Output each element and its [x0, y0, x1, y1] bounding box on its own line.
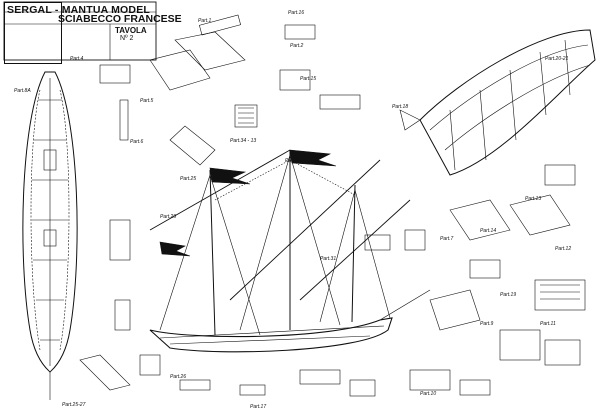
- ship-side-elevation: [149, 149, 431, 353]
- part-label-p14: Part.14: [480, 228, 496, 234]
- part-label-p16: Part.16: [288, 10, 304, 16]
- ship-name-label: SCIABECCO FRANCESE: [58, 13, 182, 25]
- part-label-p26: Part.26: [170, 374, 186, 380]
- part-label-p10: Part.10: [420, 391, 436, 397]
- part-label-p17: Part.17: [250, 404, 266, 410]
- hull-perspective-view: [399, 29, 596, 176]
- part-label-p9: Part.9: [480, 321, 494, 327]
- part-sketches: [79, 14, 586, 397]
- part-label-p31: Part.31: [320, 256, 336, 262]
- sheet-number: Nº 2: [120, 35, 134, 42]
- part-label-p1: Part.1: [198, 18, 212, 24]
- part-label-p13: Part.13: [525, 196, 541, 202]
- part-label-p6: Part.6: [130, 139, 144, 145]
- title-block: SERGAL - MANTUA MODEL: [4, 2, 150, 64]
- part-label-p25b: Part.25-27: [62, 402, 86, 408]
- part-label-p19: Part.19: [500, 292, 516, 298]
- sheet-label: TAVOLA: [115, 26, 147, 35]
- part-label-p25: Part.25: [180, 176, 196, 182]
- part-label-p29: Part.29: [160, 214, 176, 220]
- part-label-layer: Part.1 Part.2 Part.4 Part.5 Part.6 Part.…: [14, 10, 571, 410]
- title-frame: [3, 1, 157, 61]
- part-label-p12: Part.12: [555, 246, 571, 252]
- part-label-p34: Part.34 - 13: [230, 138, 256, 144]
- part-label-p7: Part.7: [440, 236, 454, 242]
- part-label-p15: Part.15: [300, 76, 316, 82]
- hull-plan-view: [22, 71, 78, 400]
- part-label-p5: Part.5: [140, 98, 154, 104]
- part-label-p22: Part.22: [285, 158, 301, 164]
- part-label-p4: Part.4: [70, 56, 84, 62]
- part-label-p20: Part.20-21: [545, 56, 569, 62]
- part-label-p8a: Part.8A: [14, 88, 31, 94]
- brand-label: SERGAL - MANTUA MODEL: [7, 4, 151, 16]
- part-label-p11: Part.11: [540, 321, 556, 327]
- part-label-p2: Part.2: [290, 43, 304, 49]
- part-label-p18: Part.18: [392, 104, 408, 110]
